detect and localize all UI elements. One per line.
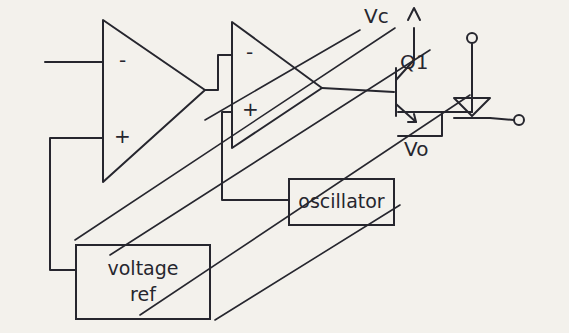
process-box: oscillator [288, 178, 395, 226]
base-wire [322, 88, 394, 92]
pin-sign: + [114, 126, 131, 146]
input-wire [45, 61, 103, 63]
signal-name: Vo [404, 139, 428, 159]
link-wire [205, 55, 232, 90]
output-wire [471, 44, 473, 112]
diode-symbol [454, 98, 490, 116]
opamp-symbol [103, 20, 205, 182]
signal-name: Vc [364, 6, 389, 26]
pin-sign: - [119, 50, 126, 70]
strike-lines [75, 28, 470, 320]
emitter-arrow [408, 114, 416, 122]
output-wire [398, 112, 442, 136]
osc-wire [222, 112, 288, 200]
process-box: voltage ref [75, 244, 211, 320]
supply-arrow [408, 8, 420, 20]
output-wire [490, 118, 514, 120]
signal-name: Q1 [400, 52, 428, 72]
pin-sign: + [242, 99, 259, 119]
box-label: oscillator [298, 189, 384, 215]
box-label: voltage ref [99, 256, 187, 307]
transistor-symbol [395, 68, 397, 116]
pin-sign: - [246, 42, 253, 62]
terminal [467, 33, 477, 43]
terminal [514, 115, 524, 125]
diode-bar [454, 117, 490, 119]
